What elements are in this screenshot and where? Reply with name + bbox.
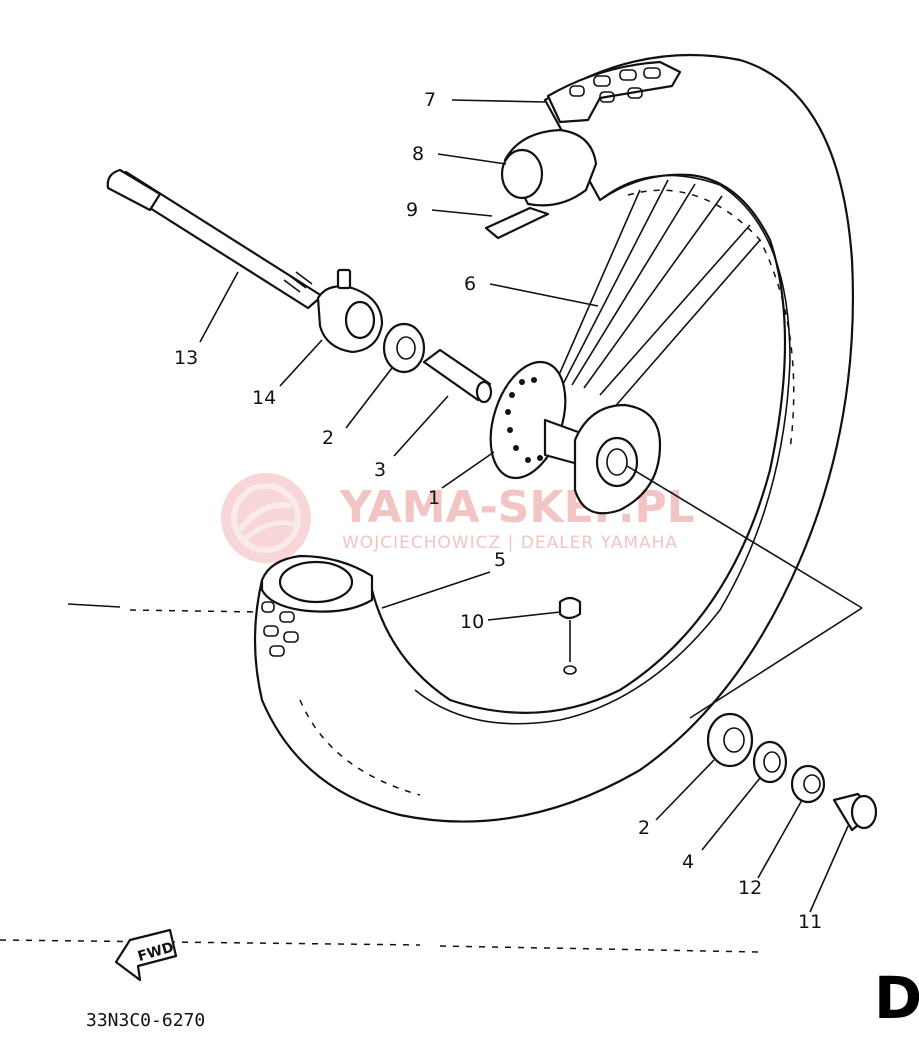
callout-7: 7 <box>424 89 436 111</box>
watermark-subtitle: WOJCIECHOWICZ | DEALER YAMAHA <box>342 533 678 553</box>
watermark: YAMA-SKEP.PL WOJCIECHOWICZ | DEALER YAMA… <box>221 473 695 563</box>
callout-8: 8 <box>412 143 424 165</box>
callout-9: 9 <box>406 199 418 221</box>
gear-unit <box>316 268 384 354</box>
tube <box>500 128 598 207</box>
axle <box>106 168 324 310</box>
spacer <box>422 348 493 404</box>
callout-1: 1 <box>428 487 440 509</box>
callout-14: 14 <box>252 387 276 409</box>
bearing-right <box>706 712 754 768</box>
spokes <box>547 179 761 411</box>
callout-11: 11 <box>798 911 822 933</box>
fwd-arrow: FWD <box>114 928 178 982</box>
callout-10: 10 <box>460 611 484 633</box>
callout-2-left: 2 <box>322 427 334 449</box>
callout-5: 5 <box>494 549 506 571</box>
oil-seal <box>752 740 788 784</box>
leader-lines <box>199 99 849 913</box>
tire <box>253 53 855 823</box>
callout-4: 4 <box>682 851 694 873</box>
corner-mark: D <box>874 964 919 1032</box>
callout-6: 6 <box>464 273 476 295</box>
reference-lines <box>0 465 863 953</box>
tread-pattern <box>261 60 682 657</box>
callouts: 7 8 9 6 13 14 2 3 1 5 10 2 4 12 11 <box>174 89 822 933</box>
brake-disc <box>260 554 374 613</box>
callout-3: 3 <box>374 459 386 481</box>
sleeve <box>832 792 878 832</box>
callout-13: 13 <box>174 347 198 369</box>
collar <box>790 764 826 804</box>
hub <box>489 360 662 515</box>
rim-band <box>484 206 550 240</box>
valve-nut <box>558 596 582 675</box>
bearing-left <box>382 322 426 374</box>
watermark-logo <box>221 473 311 563</box>
part-code: 33N3C0-6270 <box>86 1010 205 1031</box>
callout-12: 12 <box>738 877 762 899</box>
callout-2-right: 2 <box>638 817 650 839</box>
